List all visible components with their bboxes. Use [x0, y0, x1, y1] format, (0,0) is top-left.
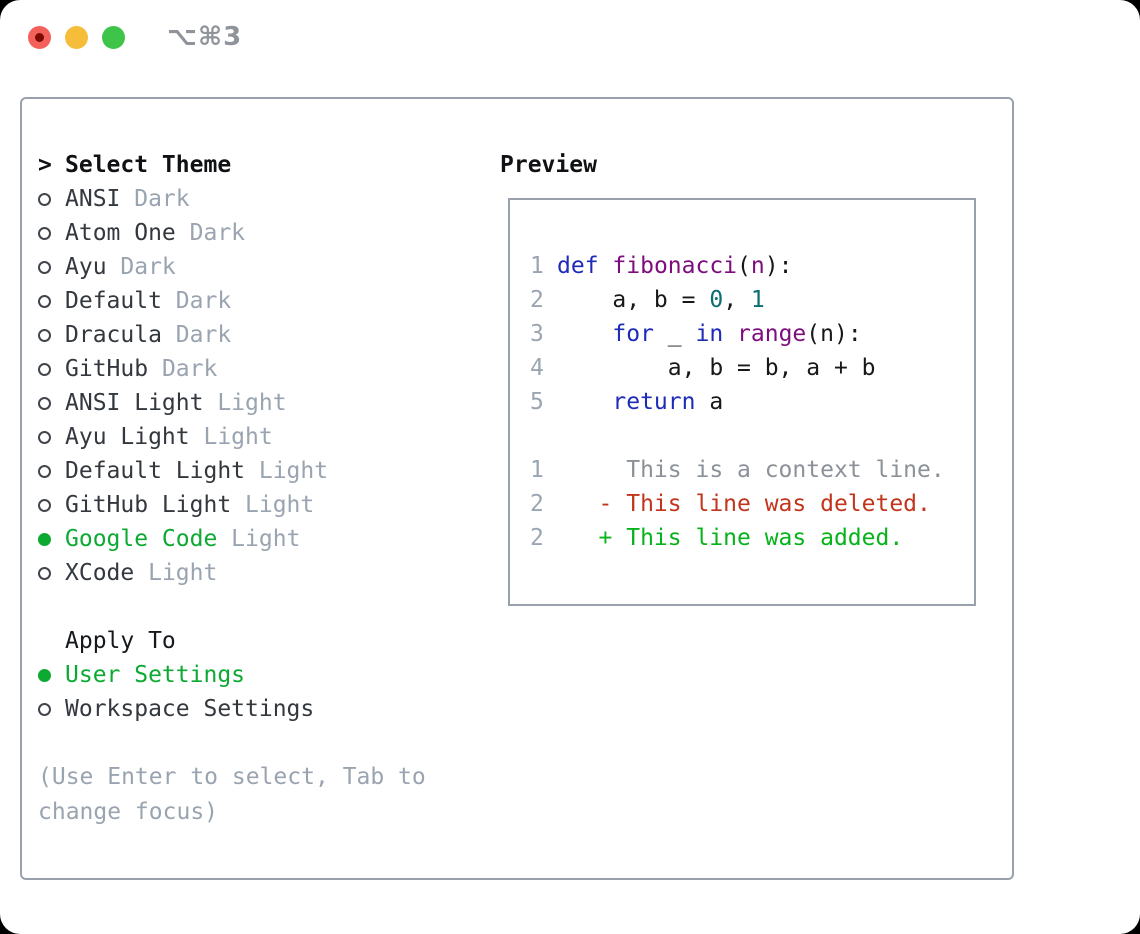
code-line: 1 def fibonacci(n):: [530, 249, 945, 283]
option-variant: Light: [189, 424, 273, 450]
option-variant: Dark: [161, 322, 232, 348]
theme-option-ansi-light-light[interactable]: ANSI Light Light: [38, 386, 476, 420]
radio-icon: [38, 430, 51, 444]
close-button[interactable]: [28, 26, 51, 49]
option-label: GitHub: [65, 356, 149, 382]
code-line: 4 a, b = b, a + b: [530, 351, 945, 385]
spacer: [38, 590, 476, 624]
option-variant: Dark: [175, 220, 246, 246]
code-line: 5 return a: [530, 385, 945, 419]
hint-text: (Use Enter to select, Tab to change focu…: [38, 764, 426, 825]
code-text: a, b = 0, 1: [557, 287, 765, 313]
line-number: 2: [530, 491, 544, 517]
select-theme-heading: Select Theme: [65, 152, 232, 178]
diff-line-added: 2 + This line was added.: [530, 521, 945, 555]
option-variant: Light: [134, 560, 218, 586]
radio-icon: [38, 702, 51, 716]
line-number: 2: [530, 287, 544, 313]
diff-text: - This line was deleted.: [557, 491, 931, 517]
radio-icon: [38, 396, 51, 410]
code-text: a, b = b, a + b: [557, 355, 876, 381]
option-label: Default: [65, 288, 162, 314]
theme-option-default-light-light[interactable]: Default Light Light: [38, 454, 476, 488]
option-label: Google Code: [65, 526, 218, 552]
apply-to-heading: Apply To: [65, 628, 176, 654]
theme-option-google-code-light[interactable]: Google Code Light: [38, 522, 476, 556]
option-label: GitHub Light: [65, 492, 232, 518]
theme-option-github-dark[interactable]: GitHub Dark: [38, 352, 476, 386]
line-number: 1: [530, 253, 544, 279]
option-variant: Dark: [148, 356, 218, 382]
option-label: ANSI Light: [65, 390, 204, 416]
select-theme-heading-row: > Select Theme: [38, 148, 476, 182]
theme-option-dracula-dark[interactable]: Dracula Dark: [38, 318, 476, 352]
line-number: 1: [530, 457, 544, 483]
option-variant: Dark: [161, 288, 232, 314]
minimize-button[interactable]: [65, 26, 88, 49]
line-number: 3: [530, 321, 544, 347]
theme-option-ayu-light-light[interactable]: Ayu Light Light: [38, 420, 476, 454]
code-text: return a: [612, 389, 724, 415]
diff-text: This is a context line.: [557, 457, 945, 483]
radio-selected-icon: [38, 532, 51, 546]
code-text: def fibonacci(n):: [557, 253, 793, 279]
radio-icon: [38, 328, 51, 342]
theme-option-ayu-dark[interactable]: Ayu Dark: [38, 250, 476, 284]
radio-selected-icon: [38, 668, 51, 682]
apply-option-workspace-settings[interactable]: Workspace Settings: [38, 692, 476, 726]
prompt-caret-icon: >: [38, 152, 52, 178]
diff-text: + This line was added.: [557, 525, 904, 551]
radio-icon: [38, 294, 51, 308]
option-variant: Light: [217, 526, 301, 552]
option-variant: Dark: [106, 254, 176, 280]
code-line: 3 for _ in range(n):: [530, 317, 945, 351]
window-title-shortcut: ⌥⌘3: [167, 22, 243, 52]
option-label: Dracula: [65, 322, 162, 348]
option-label: XCode: [65, 560, 135, 586]
option-variant: Dark: [120, 186, 190, 212]
theme-option-atom-one-dark[interactable]: Atom One Dark: [38, 216, 476, 250]
apply-to-heading-row: Apply To: [38, 624, 476, 658]
line-number: 4: [530, 355, 544, 381]
radio-icon: [38, 192, 51, 206]
line-number: [530, 419, 557, 453]
option-variant: Light: [231, 492, 315, 518]
option-label: Ayu: [65, 254, 107, 280]
zoom-button[interactable]: [102, 26, 125, 49]
blank-line: [530, 419, 945, 453]
code-line: 2 a, b = 0, 1: [530, 283, 945, 317]
code-text: for _ in range(n):: [612, 321, 862, 347]
option-label: User Settings: [65, 662, 246, 688]
diff-line-context: 1 This is a context line.: [530, 453, 945, 487]
theme-option-default-dark[interactable]: Default Dark: [38, 284, 476, 318]
preview-heading: Preview: [500, 152, 597, 178]
theme-option-xcode-light[interactable]: XCode Light: [38, 556, 476, 590]
line-number: 5: [530, 389, 544, 415]
option-label: Atom One: [65, 220, 176, 246]
radio-icon: [38, 566, 51, 580]
option-label: Ayu Light: [65, 424, 190, 450]
apply-option-user-settings[interactable]: User Settings: [38, 658, 476, 692]
radio-icon: [38, 362, 51, 376]
radio-icon: [38, 226, 51, 240]
option-variant: Light: [203, 390, 287, 416]
option-label: Workspace Settings: [65, 696, 315, 722]
option-label: ANSI: [65, 186, 121, 212]
titlebar: ⌥⌘3: [0, 0, 1140, 75]
radio-icon: [38, 260, 51, 274]
radio-icon: [38, 498, 51, 512]
theme-option-github-light-light[interactable]: GitHub Light Light: [38, 488, 476, 522]
option-label: Default Light: [65, 458, 246, 484]
option-variant: Light: [245, 458, 329, 484]
theme-option-ansi-dark[interactable]: ANSI Dark: [38, 182, 476, 216]
diff-line-deleted: 2 - This line was deleted.: [530, 487, 945, 521]
line-number: 2: [530, 525, 544, 551]
radio-icon: [38, 464, 51, 478]
